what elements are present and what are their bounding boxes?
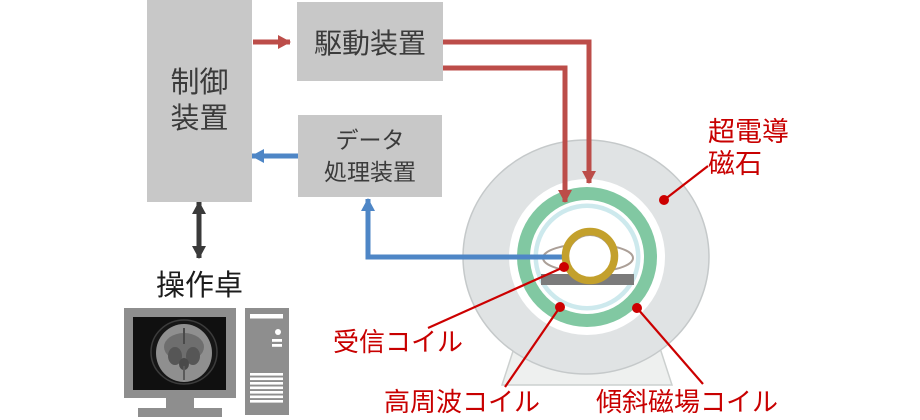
receive-coil-label: 受信コイル	[333, 327, 464, 357]
magnet-dot	[659, 195, 669, 205]
annotation-leaders	[427, 165, 709, 388]
superconducting-magnet-label: 超電導 磁石	[708, 116, 789, 180]
gradient-coil-dot	[632, 303, 642, 313]
control-device-label-line1: 制御	[170, 67, 229, 99]
monitor-stand-neck	[166, 398, 194, 408]
magnet-leader-line	[663, 165, 709, 201]
annotation-dots	[555, 195, 669, 313]
monitor-stand-base	[138, 408, 222, 417]
control-device-label-line2: 装置	[170, 103, 229, 135]
drive-device-label: 駆動装置	[313, 27, 426, 59]
rf-coil-label: 高周波コイル	[384, 387, 541, 417]
rf-coil-dot	[555, 302, 565, 312]
rf-coil-leader-line	[504, 306, 561, 388]
data-processing-label-line1: データ	[335, 127, 405, 153]
drive-device-box: 駆動装置	[297, 2, 443, 81]
gradient-coil-leader-line	[636, 307, 704, 385]
monitor-icon	[124, 308, 236, 417]
data-processing-label-line2: 処理装置	[324, 159, 416, 185]
console-computer	[124, 308, 289, 417]
operator-console-label: 操作卓	[155, 270, 243, 302]
mri-scanner-icon	[462, 139, 710, 386]
brain-scan-image	[150, 319, 218, 385]
receive-coil-leader-line	[427, 265, 565, 330]
drive-to-gradient-coil-path	[443, 39, 596, 184]
receive-coil-ring	[561, 227, 619, 285]
magnet-label-line1: 超電導	[708, 117, 789, 147]
data-processing-device-box: データ 処理装置	[298, 115, 442, 197]
drive-to-rf-coil-path	[443, 65, 572, 203]
gradient-coil-label: 傾斜磁場コイル	[596, 387, 779, 417]
control-device-box: 制御 装置	[147, 0, 252, 202]
computer-tower-icon	[245, 308, 289, 415]
magnet-label-line2: 磁石	[708, 149, 762, 179]
receive-signal-path	[361, 198, 566, 260]
receive-coil-dot	[559, 262, 569, 272]
